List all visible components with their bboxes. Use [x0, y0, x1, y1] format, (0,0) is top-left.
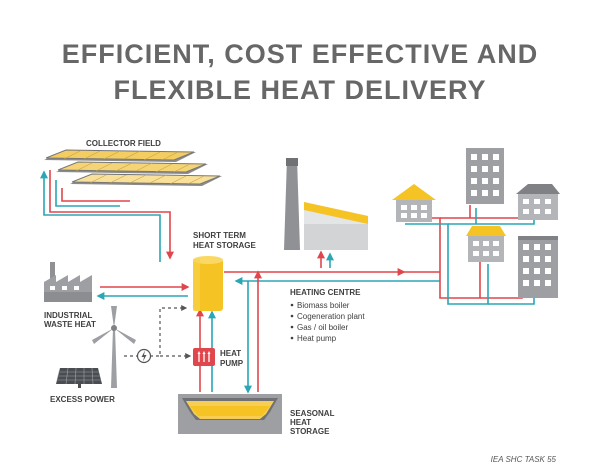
- seasonal-label-2: HEAT: [290, 418, 311, 427]
- chimney-plant-icon: [284, 158, 368, 250]
- heat-pump-label-1: HEAT: [220, 349, 241, 358]
- heating-centre-item: Biomass boiler: [297, 301, 350, 310]
- power-symbol-icon: [136, 348, 152, 364]
- building-return-pipes: [405, 208, 535, 305]
- page-title: EFFICIENT, COST EFFECTIVE AND FLEXIBLE H…: [0, 36, 600, 108]
- house-icon: [392, 184, 436, 222]
- industrial-label-2: WASTE HEAT: [44, 320, 96, 329]
- credit-text: IEA SHC TASK 55: [491, 455, 557, 464]
- heating-centre-item: Heat pump: [297, 334, 337, 343]
- short-term-label-1: SHORT TERM: [193, 231, 246, 240]
- heating-centre-item: Cogeneration plant: [297, 312, 365, 321]
- short-term-storage-tank: [193, 256, 223, 311]
- solar-pv-icon: [56, 367, 102, 388]
- excess-power-label: EXCESS POWER: [50, 395, 115, 404]
- title-line-2: FLEXIBLE HEAT DELIVERY: [113, 75, 487, 105]
- heating-centre-item: Gas / oil boiler: [297, 323, 348, 332]
- factory-icon: [44, 262, 92, 302]
- short-term-label-2: HEAT STORAGE: [193, 241, 256, 250]
- wind-turbine-icon: [92, 306, 136, 388]
- collector-supply-pipe: [49, 170, 174, 260]
- collector-link-pipe: [55, 180, 120, 207]
- collector-return-pipe: [40, 170, 161, 262]
- heat-pump-icon: [193, 348, 215, 366]
- seasonal-label-1: SEASONAL: [290, 409, 335, 418]
- solar-collector-icon: [44, 149, 222, 186]
- heat-pump-label-2: PUMP: [220, 359, 244, 368]
- apartment-block-icon: [466, 148, 504, 204]
- collector-link-pipe-2: [61, 188, 130, 202]
- title-line-1: EFFICIENT, COST EFFECTIVE AND: [61, 39, 539, 69]
- heating-centre-label: HEATING CENTRE: [290, 288, 361, 297]
- seasonal-storage-pit: [178, 394, 282, 434]
- power-lines: [124, 305, 192, 359]
- house-icon: [516, 184, 560, 220]
- collector-field-label: COLLECTOR FIELD: [86, 139, 161, 148]
- apartment-block-icon: [518, 236, 558, 298]
- house-icon: [466, 226, 506, 262]
- industrial-label-1: INDUSTRIAL: [44, 311, 93, 320]
- heating-centre-list: Biomass boiler Cogeneration plant Gas / …: [290, 301, 365, 343]
- seasonal-label-3: STORAGE: [290, 427, 330, 436]
